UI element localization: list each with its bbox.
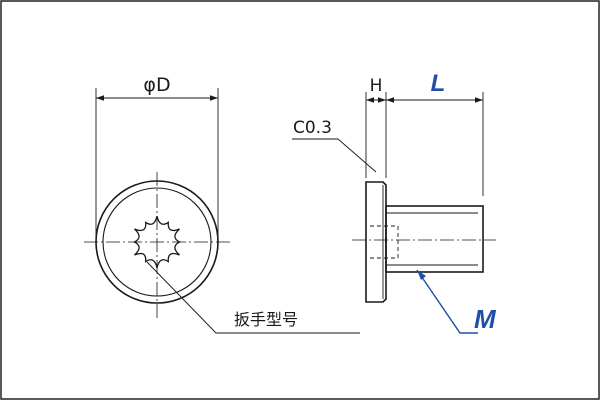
front-view <box>84 88 360 334</box>
screw-shank <box>385 205 484 273</box>
wrench-type-label: 扳手型号 <box>234 310 298 329</box>
thread-leader <box>416 269 478 334</box>
length-label: L <box>431 70 446 97</box>
thread-label: M <box>474 304 497 334</box>
chamfer-leader <box>292 138 377 173</box>
side-view <box>292 92 496 303</box>
chamfer-label: C0.3 <box>293 118 332 138</box>
wrench-type-leader <box>146 261 360 334</box>
head-flange <box>365 181 387 303</box>
diameter-label: φD <box>143 74 170 96</box>
thread-leader-arrow <box>417 270 426 280</box>
head-height-label: H <box>370 76 383 96</box>
